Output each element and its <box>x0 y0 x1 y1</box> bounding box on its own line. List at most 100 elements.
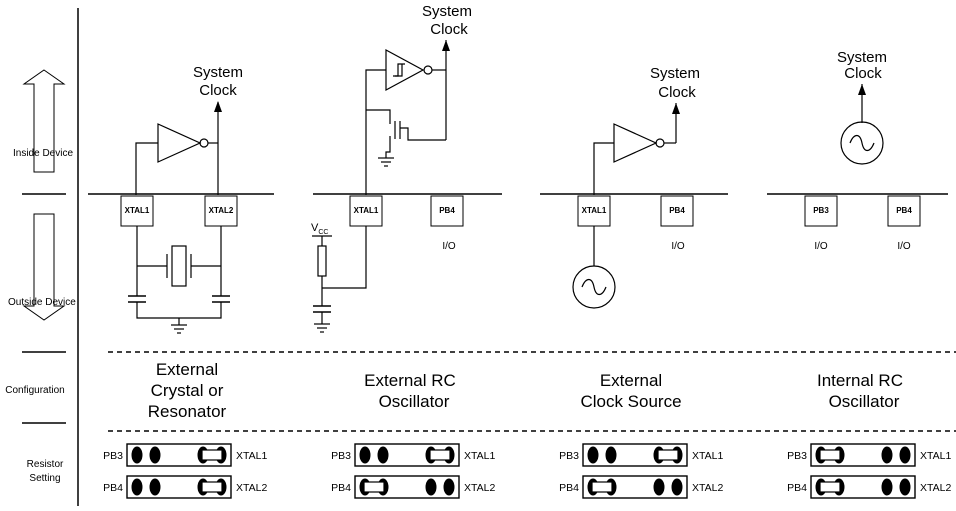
system-clock-label-line1: System <box>650 65 700 82</box>
resistor-pb4-label: PB4 <box>787 482 807 494</box>
contact-pad-icon <box>587 446 599 464</box>
config-label-line1: External <box>600 371 662 390</box>
contact-pad-icon <box>653 478 665 496</box>
inverter-icon <box>157 123 202 163</box>
config-label-line3: Resonator <box>148 402 227 421</box>
jumper-bridge-icon <box>201 481 223 493</box>
clock-source-icon <box>572 265 616 309</box>
pin-pb4-label: PB4 <box>669 206 685 215</box>
pin-xtal1-label: XTAL1 <box>125 206 150 215</box>
inside-device-label: Inside Device <box>13 148 73 159</box>
pin-xtal1 <box>349 195 383 227</box>
config-label-line1: External <box>156 360 218 379</box>
contact-pad-icon <box>881 446 893 464</box>
system-clock-label-line2: Clock <box>658 84 696 101</box>
contact-pad-icon <box>149 478 161 496</box>
pin-pb4-label: PB4 <box>896 206 912 215</box>
jumper-bridge-icon <box>819 481 841 493</box>
resistor-xtal2-label: XTAL2 <box>464 482 495 494</box>
resistor-pb3-label: PB3 <box>787 450 807 462</box>
contact-pad-icon <box>899 478 911 496</box>
arrow-up-icon <box>442 40 450 51</box>
system-clock-label-line2: Clock <box>199 82 237 99</box>
pin-xtal1-label: XTAL1 <box>582 206 607 215</box>
contact-pad-icon <box>149 446 161 464</box>
config-label-line2: Oscillator <box>829 392 900 411</box>
resistor-pb3-label: PB3 <box>331 450 351 462</box>
io-label: I/O <box>814 241 828 252</box>
pin-pb4 <box>887 195 921 227</box>
crystal-icon <box>171 245 187 287</box>
system-clock-label-line1: System <box>422 3 472 20</box>
resistor-icon <box>317 245 327 277</box>
resistor-xtal1-label: XTAL1 <box>464 450 495 462</box>
config-label-line1: External RC <box>364 371 456 390</box>
contact-pad-icon <box>605 446 617 464</box>
jumper-bridge-icon <box>429 449 451 461</box>
arrow-up-icon <box>214 101 222 112</box>
pin-pb4 <box>660 195 694 227</box>
contact-pad-icon <box>131 446 143 464</box>
vcc-label: VCC <box>311 222 328 236</box>
inside-device-arrow-icon <box>22 69 66 173</box>
contact-pad-icon <box>671 478 683 496</box>
panel-external-rc: System Clock XTAL1 PB4 I/O VCC <box>311 3 472 411</box>
system-clock-label-line2: Clock <box>430 21 468 38</box>
resistor-xtal2-label: XTAL2 <box>920 482 951 494</box>
pin-xtal2-label: XTAL2 <box>209 206 234 215</box>
panel-external-crystal: System Clock XTAL1 XTAL2 External Crysta… <box>120 64 243 421</box>
resistor-xtal1-label: XTAL1 <box>920 450 951 462</box>
config-label-line2: Clock Source <box>580 392 681 411</box>
resistor-pb4-label: PB4 <box>559 482 579 494</box>
io-label: I/O <box>671 241 685 252</box>
pin-pb4 <box>430 195 464 227</box>
inverter-icon <box>613 123 658 163</box>
schmitt-inverter-icon <box>385 48 425 92</box>
contact-pad-icon <box>425 478 437 496</box>
configuration-label: Configuration <box>5 385 64 396</box>
resistor-xtal1-label: XTAL1 <box>236 450 267 462</box>
config-label-line1: Internal RC <box>817 371 903 390</box>
resistor-label-line2: Setting <box>29 473 60 484</box>
io-label: I/O <box>897 241 911 252</box>
config-label-line2: Crystal or <box>151 381 224 400</box>
contact-pad-icon <box>899 446 911 464</box>
config-label-line2: Oscillator <box>379 392 450 411</box>
contact-pad-icon <box>131 478 143 496</box>
resistor-label-line1: Resistor <box>27 459 64 470</box>
contact-pad-icon <box>881 478 893 496</box>
contact-pad-icon <box>377 446 389 464</box>
system-clock-label-line2: Clock <box>844 65 882 82</box>
pin-xtal1 <box>120 195 154 227</box>
pin-xtal1-label: XTAL1 <box>354 206 379 215</box>
panel-external-clock: System Clock XTAL1 PB4 I/O External Cloc… <box>572 65 700 411</box>
system-clock-label-line1: System <box>193 64 243 81</box>
pin-xtal1 <box>577 195 611 227</box>
contact-pad-icon <box>359 446 371 464</box>
jumper-bridge-icon <box>591 481 613 493</box>
resistor-pb4-label: PB4 <box>331 482 351 494</box>
resistor-pb3-label: PB3 <box>103 450 123 462</box>
contact-pad-icon <box>443 478 455 496</box>
jumper-bridge-icon <box>819 449 841 461</box>
io-label: I/O <box>442 241 456 252</box>
arrow-up-icon <box>858 84 866 95</box>
resistor-xtal2-label: XTAL2 <box>236 482 267 494</box>
jumper-bridge-icon <box>657 449 679 461</box>
outside-device-arrow-icon <box>22 213 66 321</box>
resistor-pb3-label: PB3 <box>559 450 579 462</box>
outside-device-label: Outside Device <box>8 297 76 308</box>
jumper-bridge-icon <box>201 449 223 461</box>
pin-xtal2 <box>204 195 238 227</box>
arrow-up-icon <box>672 103 680 114</box>
pin-pb3-label: PB3 <box>813 206 829 215</box>
internal-oscillator-icon <box>840 121 884 165</box>
resistor-xtal2-label: XTAL2 <box>692 482 723 494</box>
pin-pb4-label: PB4 <box>439 206 455 215</box>
resistor-xtal1-label: XTAL1 <box>692 450 723 462</box>
pin-pb3 <box>804 195 838 227</box>
resistor-pb4-label: PB4 <box>103 482 123 494</box>
jumper-bridge-icon <box>363 481 385 493</box>
